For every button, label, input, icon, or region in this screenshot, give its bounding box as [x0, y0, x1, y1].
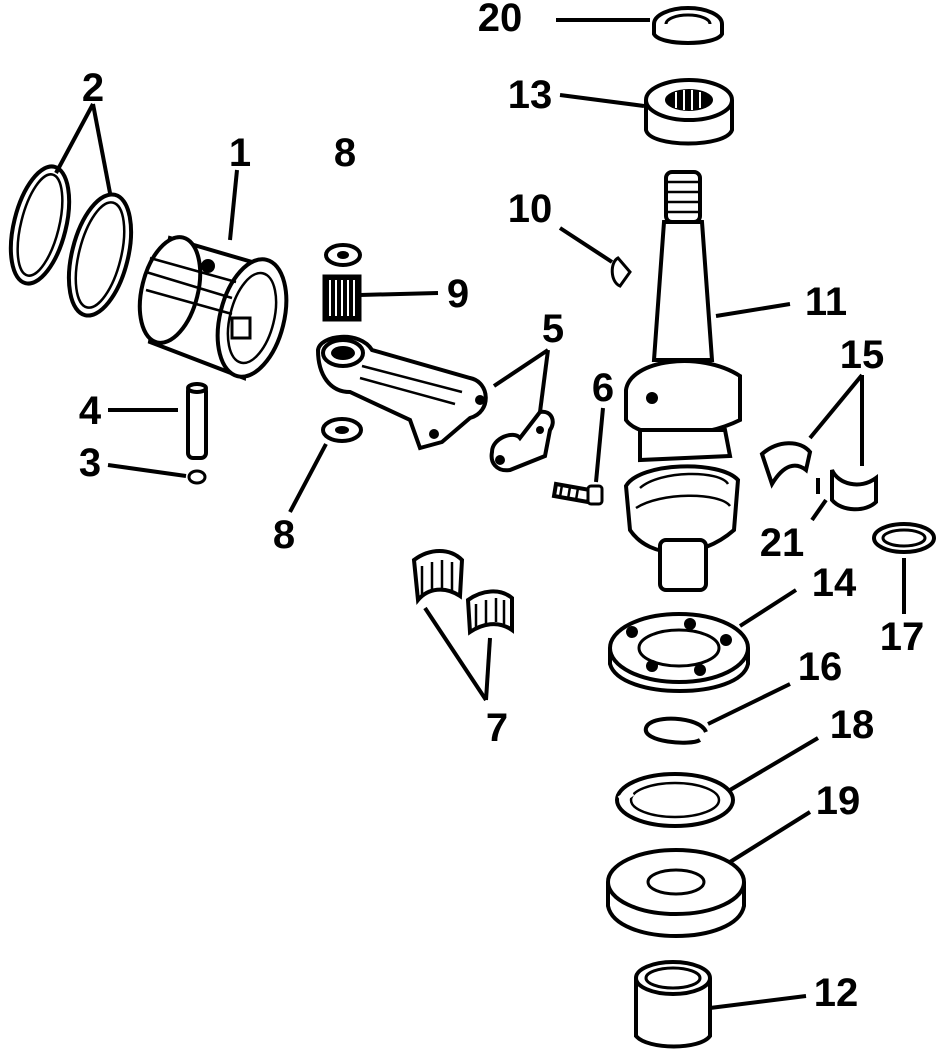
part-bushing — [634, 960, 712, 1049]
callout-20: 20 — [478, 0, 523, 40]
part-crankshaft — [623, 170, 742, 592]
callout-10: 10 — [508, 187, 553, 231]
part-rod-cap — [489, 409, 555, 473]
part-woodruff-key — [610, 256, 632, 288]
callout-8-upper: 8 — [334, 131, 356, 175]
callout-18: 18 — [830, 703, 875, 747]
callout-15: 15 — [840, 333, 885, 377]
callout-9: 9 — [447, 272, 469, 316]
part-retaining-ring — [615, 772, 735, 828]
callout-3: 3 — [79, 441, 101, 485]
part-bearing-cages — [411, 549, 514, 636]
part-seal-ring — [872, 522, 936, 554]
callout-7: 7 — [486, 706, 508, 750]
part-piston-rings — [8, 164, 134, 318]
callout-19: 19 — [816, 779, 861, 823]
part-needle-bearing — [322, 274, 362, 322]
callout-4: 4 — [79, 389, 102, 433]
part-piston — [137, 235, 289, 381]
part-thrust-washer-upper — [324, 243, 362, 267]
part-main-bearing-halves — [759, 441, 878, 512]
callout-8-lower: 8 — [273, 513, 295, 557]
callout-16: 16 — [798, 645, 843, 689]
part-seal — [652, 6, 724, 45]
leader-lines — [54, 18, 906, 1010]
callout-6: 6 — [592, 366, 614, 410]
callout-13: 13 — [508, 73, 553, 117]
part-connecting-rod — [315, 334, 488, 451]
part-ball-bearing — [608, 612, 750, 693]
part-upper-bearing — [644, 78, 734, 146]
part-snap-ring — [644, 716, 708, 745]
callout-14: 14 — [812, 561, 857, 605]
part-wrist-pin — [186, 382, 208, 460]
callout-11: 11 — [805, 280, 847, 324]
callout-5: 5 — [542, 307, 564, 351]
callout-21: 21 — [760, 521, 805, 565]
callout-1: 1 — [229, 131, 251, 175]
callout-17: 17 — [880, 615, 925, 659]
part-thrust-washer-lower — [321, 417, 363, 443]
callout-12: 12 — [814, 971, 859, 1015]
part-pin-retainer — [187, 469, 207, 485]
callout-2: 2 — [82, 66, 104, 110]
part-rod-bolt — [551, 481, 604, 506]
part-spacer — [606, 848, 746, 938]
callout-labels: 2 1 8 9 4 3 8 5 6 7 10 11 20 13 15 21 17… — [79, 0, 924, 1015]
